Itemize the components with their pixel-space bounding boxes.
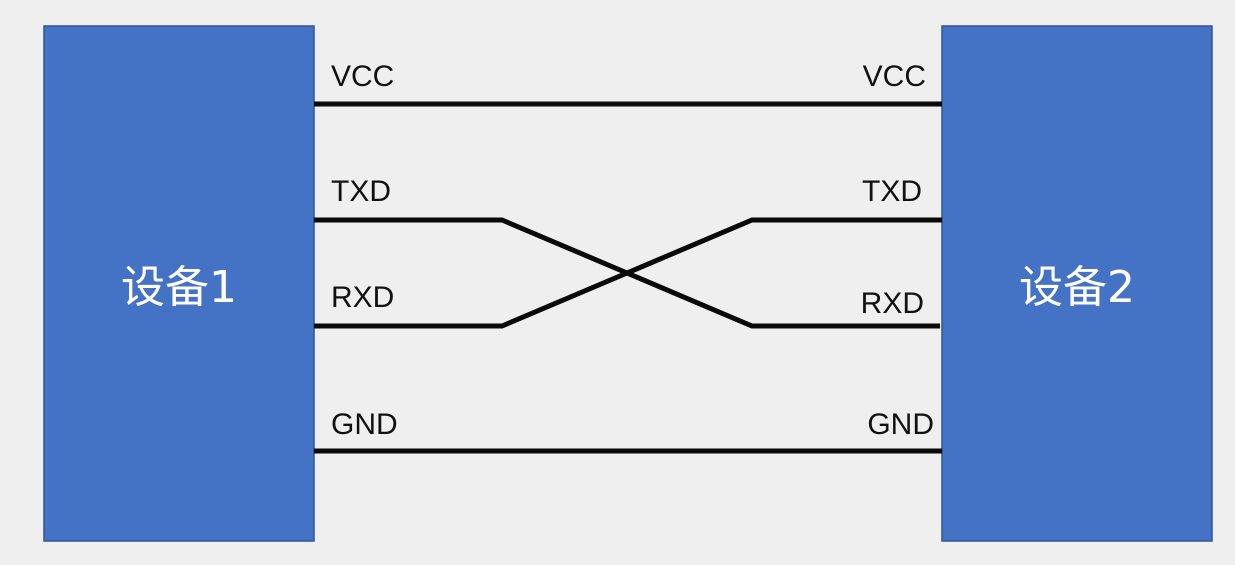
right-pin-txd-label: TXD bbox=[862, 175, 922, 208]
device-1-box bbox=[43, 25, 315, 542]
left-pin-rxd-label: RXD bbox=[331, 281, 394, 314]
left-pin-gnd-label: GND bbox=[331, 408, 398, 441]
right-pin-vcc-label: VCC bbox=[863, 60, 926, 93]
device-2-label: 设备2 bbox=[1019, 262, 1135, 313]
device-1-label: 设备1 bbox=[121, 262, 237, 313]
device-2-box bbox=[941, 25, 1213, 542]
left-pin-txd-label: TXD bbox=[331, 175, 391, 208]
wire-rxd-to-txd bbox=[314, 217, 942, 329]
right-pin-gnd-label: GND bbox=[867, 408, 934, 441]
left-pin-vcc-label: VCC bbox=[331, 60, 394, 93]
right-pin-rxd-label: RXD bbox=[861, 287, 924, 320]
